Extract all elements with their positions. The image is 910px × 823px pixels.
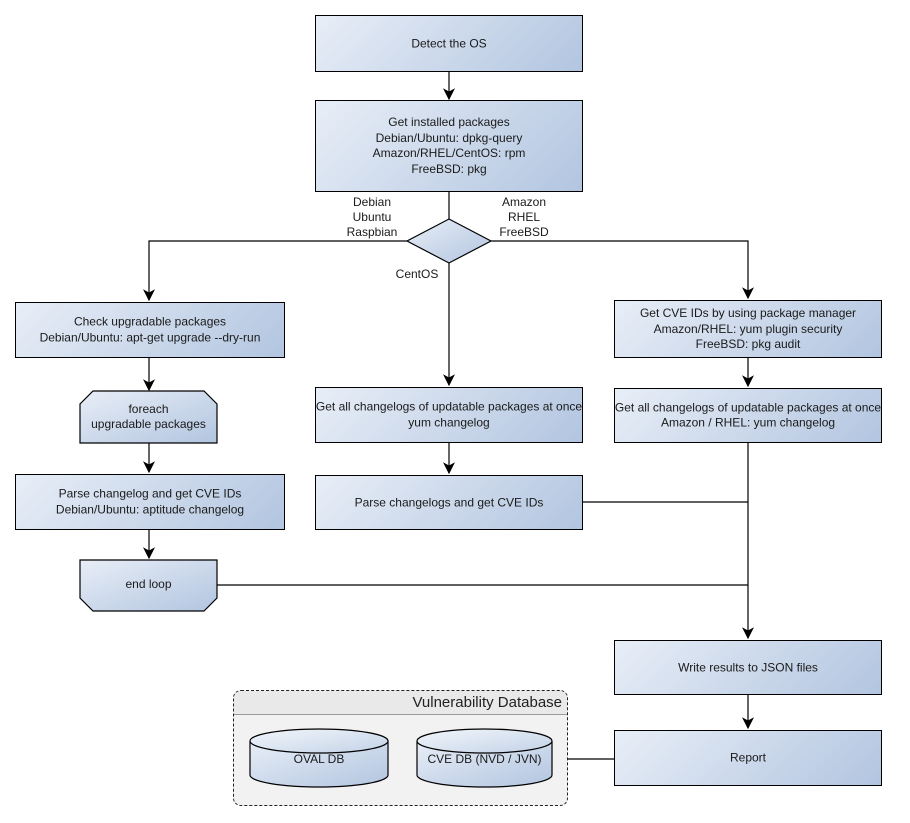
- node-parse-changelogs-label: Parse changelogs and get CVE IDs: [354, 494, 544, 509]
- branch-label-centos: CentOS: [395, 267, 439, 281]
- node-centos-changelogs-label: Get all changelogs of updatable packages…: [315, 399, 583, 430]
- end-loop-label: end loop: [125, 577, 172, 592]
- edge-diamond-to-left: [143, 240, 407, 302]
- node-get-cve-ids-pkg-manager-label: Get CVE IDs by using package manager Ama…: [639, 305, 857, 351]
- node-detect-os-label: Detect the OS: [411, 35, 487, 50]
- node-check-upgradable: Check upgradable packages Debian/Ubuntu:…: [15, 302, 285, 358]
- node-report-label: Report: [729, 750, 767, 765]
- node-get-cve-ids-pkg-manager: Get CVE IDs by using package manager Ama…: [614, 300, 882, 358]
- node-amazon-changelogs: Get all changelogs of updatable packages…: [614, 388, 882, 443]
- node-amazon-changelogs-label: Get all changelogs of updatable packages…: [614, 400, 882, 430]
- node-report: Report: [614, 730, 882, 786]
- node-check-upgradable-label: Check upgradable packages Debian/Ubuntu:…: [39, 314, 261, 345]
- node-write-json-label: Write results to JSON files: [678, 659, 818, 674]
- branch-label-amazon: Amazon RHEL FreeBSD: [499, 195, 549, 239]
- foreach-loop-label: foreach upgradable packages: [91, 401, 206, 432]
- node-detect-os: Detect the OS: [315, 15, 583, 72]
- oval-db-label: OVAL DB: [293, 752, 345, 767]
- node-parse-changelogs: Parse changelogs and get CVE IDs: [315, 475, 583, 530]
- node-get-installed-packages: Get installed packages Debian/Ubuntu: dp…: [315, 100, 583, 192]
- vulnerability-database-title: Vulnerability Database: [234, 691, 567, 715]
- edge-diamond-to-right: [491, 240, 754, 300]
- cve-db-label: CVE DB (NVD / JVN): [427, 752, 542, 767]
- branch-label-debian: Debian Ubuntu Raspbian: [346, 195, 398, 239]
- node-get-installed-packages-label: Get installed packages Debian/Ubuntu: dp…: [372, 115, 526, 176]
- node-parse-changelog: Parse changelog and get CVE IDs Debian/U…: [15, 474, 285, 530]
- node-centos-changelogs: Get all changelogs of updatable packages…: [315, 387, 583, 443]
- node-parse-changelog-label: Parse changelog and get CVE IDs Debian/U…: [55, 486, 245, 517]
- node-write-json: Write results to JSON files: [614, 640, 882, 695]
